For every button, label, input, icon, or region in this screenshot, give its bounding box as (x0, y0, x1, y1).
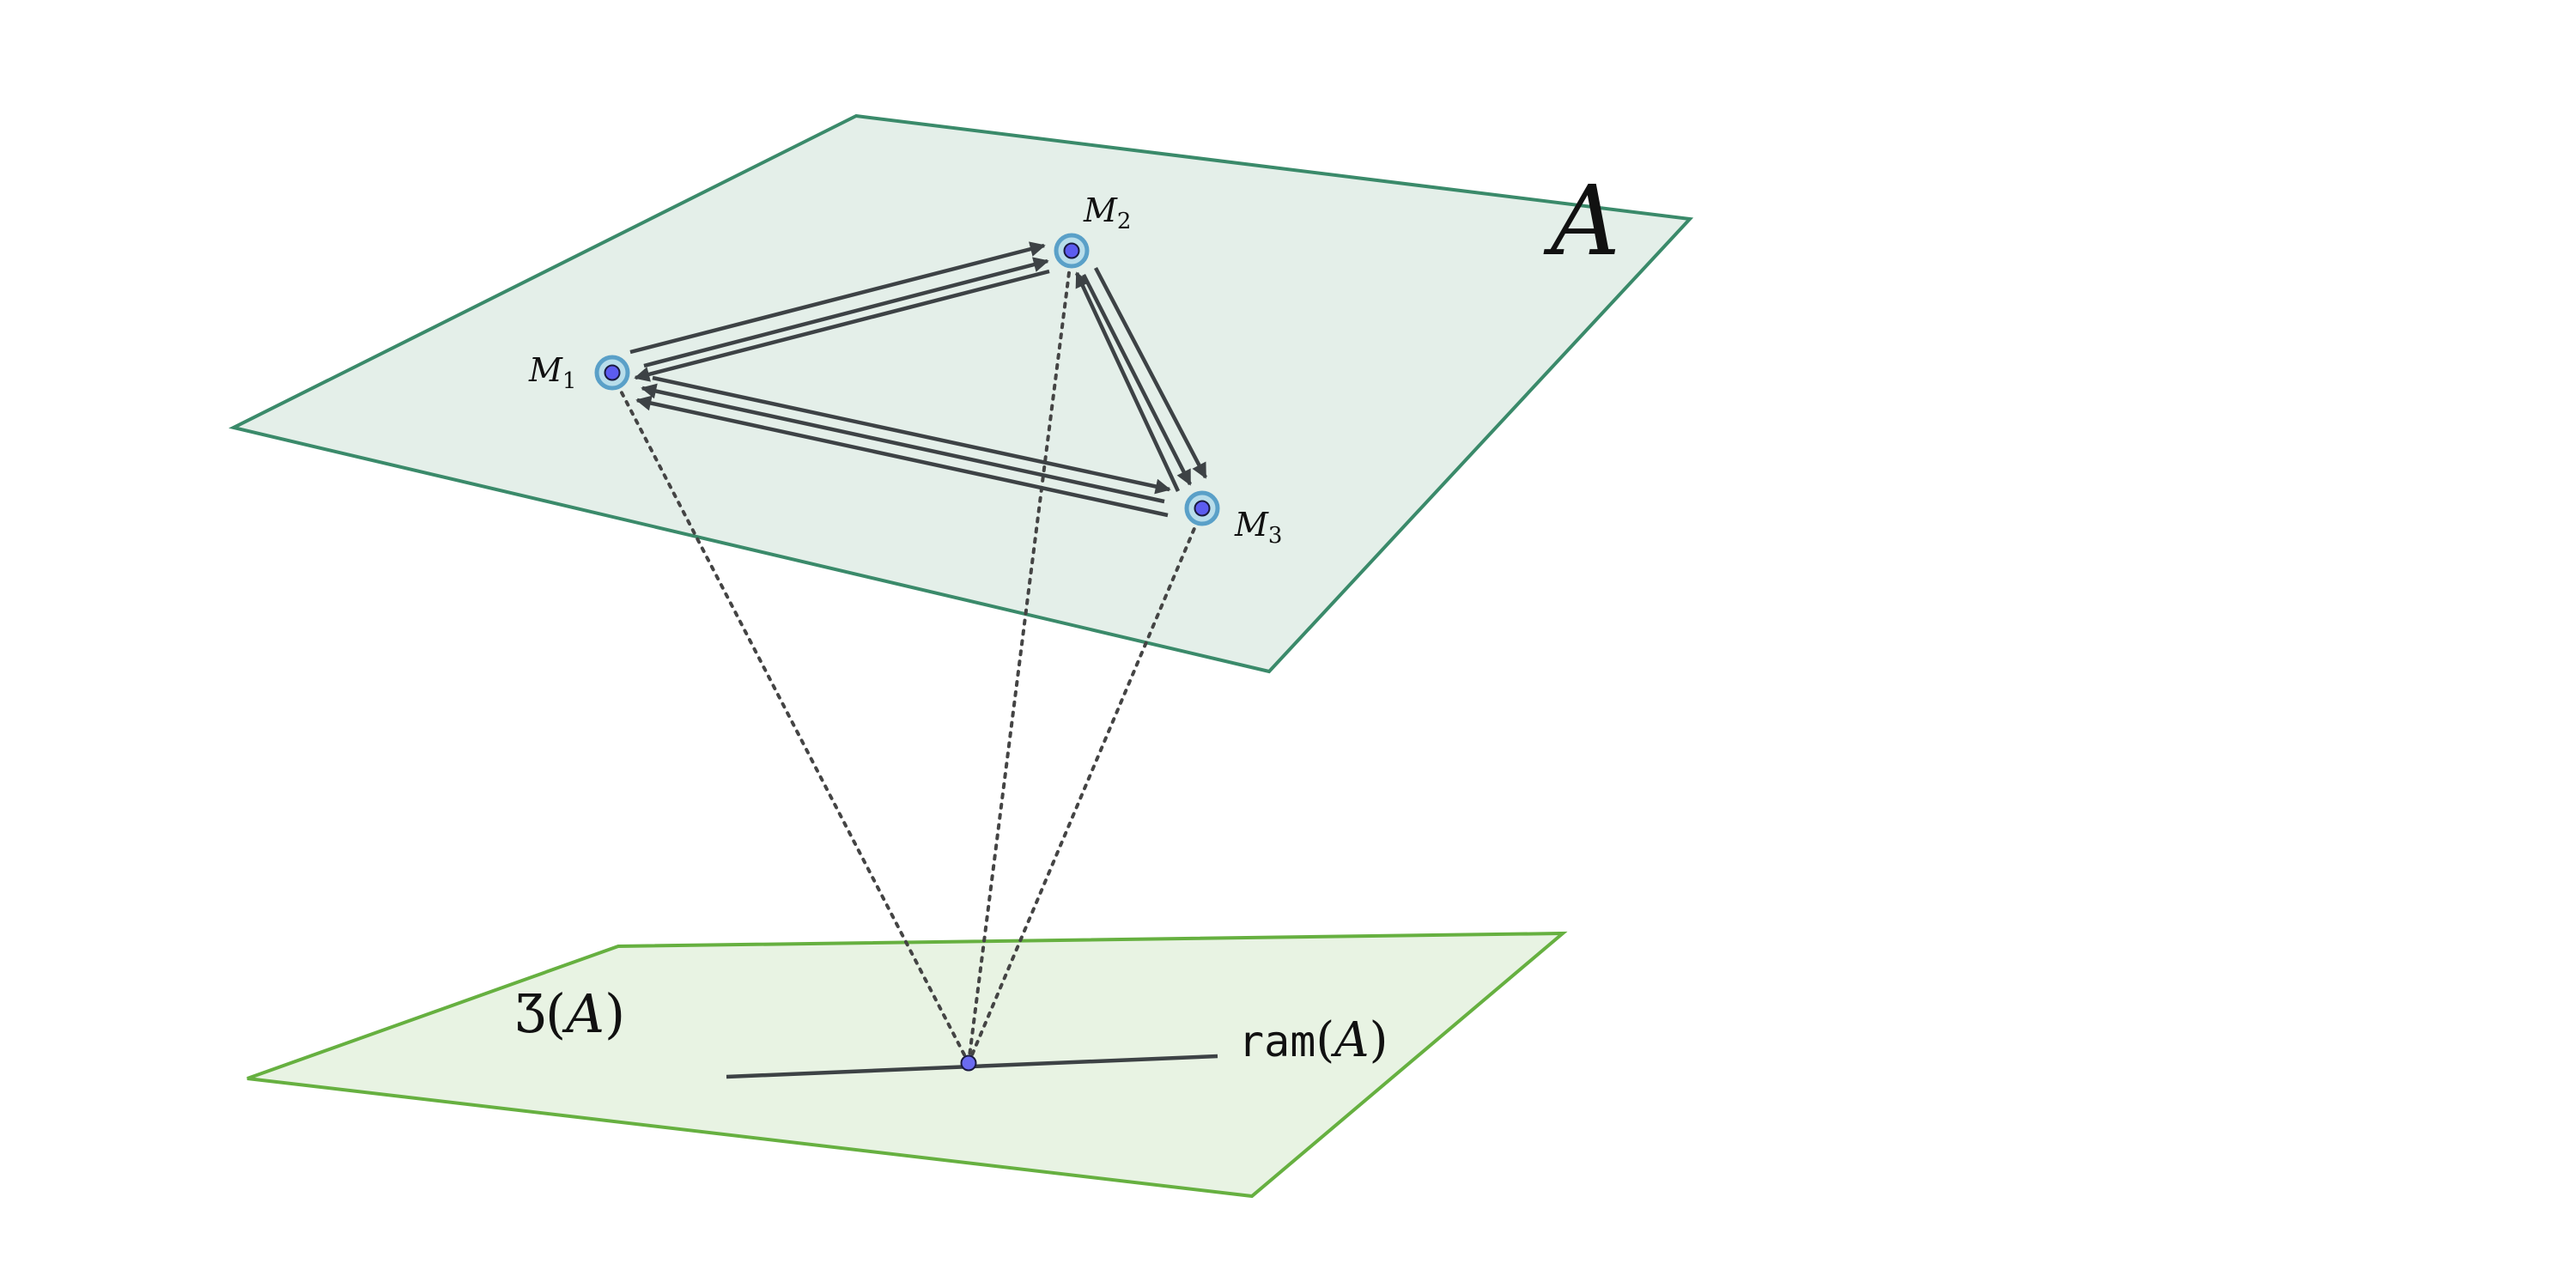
arrow-m2-to-m3-b (1081, 273, 1193, 486)
node-m1 (594, 355, 630, 391)
ram-label: ram(A) (1238, 1012, 1388, 1068)
morphism-arrows (629, 241, 1207, 518)
node-m2-label-sub: 2 (1117, 209, 1132, 234)
upper-plane (228, 113, 1694, 674)
ram-label-arg: A (1330, 1012, 1369, 1068)
node-m1-dot (604, 364, 621, 381)
node-m2-label: M2 (1083, 191, 1131, 234)
node-m3-label: M3 (1234, 506, 1282, 549)
arrow-m3-to-m1-b (635, 395, 1169, 518)
lower-plane-label-arg: A (562, 982, 605, 1045)
upper-plane-label: A (1543, 166, 1620, 277)
arrow-m1-to-m2-a (629, 241, 1046, 355)
arrow-m2-to-m3-a (1094, 266, 1207, 479)
lower-plane (246, 931, 1568, 1199)
arrow-m3-to-m2 (1074, 271, 1181, 492)
projection-line-m3 (967, 508, 1204, 1065)
node-m1-label-sub: 1 (562, 368, 577, 394)
projection-line-m2 (967, 251, 1073, 1065)
ram-label-open: ( (1315, 1012, 1334, 1068)
arrow-m3-to-m1-a (641, 383, 1165, 504)
ram-label-close: ) (1370, 1012, 1388, 1068)
node-m2 (1054, 233, 1090, 269)
node-m1-label: M1 (528, 351, 576, 394)
node-m2-dot (1063, 242, 1080, 259)
node-m1-label-base: M (528, 351, 563, 389)
arrow-m2-to-m1 (634, 269, 1050, 382)
ram-label-word: ram (1238, 1017, 1315, 1066)
node-m3-dot (1194, 500, 1211, 517)
arrow-m1-to-m2-b (643, 257, 1049, 368)
projection-lines (611, 251, 1204, 1065)
node-m3-label-sub: 3 (1268, 523, 1283, 549)
arrow-m1-to-m3 (652, 375, 1171, 495)
lower-plane-label-close: ) (605, 982, 625, 1045)
node-m3 (1184, 490, 1220, 526)
lower-plane-label-prefix: Ʒ (515, 982, 545, 1045)
lower-plane-label: Ʒ(A) (515, 982, 625, 1045)
node-m3-label-base: M (1234, 506, 1269, 544)
center-point (960, 1054, 977, 1072)
node-m2-label-base: M (1083, 191, 1118, 229)
lower-plane-label-open: ( (545, 982, 566, 1045)
